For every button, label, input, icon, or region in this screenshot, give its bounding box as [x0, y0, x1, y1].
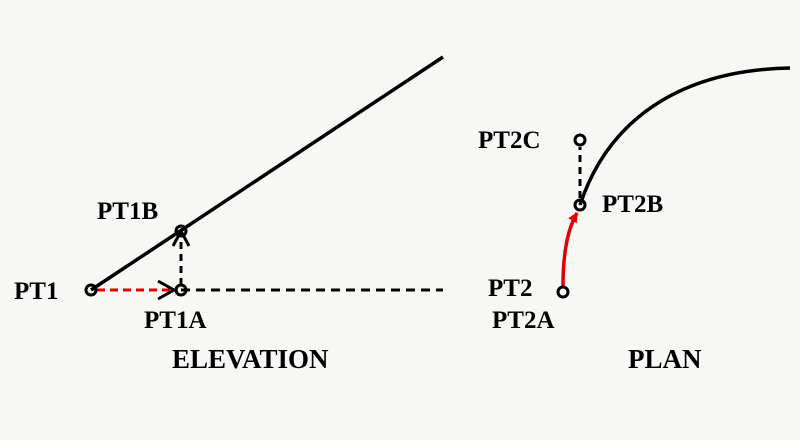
pt2b-label: PT2B — [602, 191, 663, 218]
pt2-to-pt2b-red-arrow — [561, 212, 579, 287]
pt2-label: PT2 — [488, 275, 532, 302]
plan-title: PLAN — [628, 344, 702, 374]
elevation-view: PT1 PT1A PT1B ELEVATION — [14, 55, 444, 374]
plan-view: PT2C PT2B PT2 PT2A PLAN — [478, 66, 791, 374]
pt1-label: PT1 — [14, 278, 58, 305]
pt2-marker — [556, 285, 570, 299]
pt2a-label: PT2A — [492, 307, 555, 334]
pt2c-marker — [573, 133, 587, 147]
pt1a-marker — [174, 283, 188, 297]
elevation-slope-line — [90, 55, 444, 292]
pt2c-label: PT2C — [478, 127, 541, 154]
pt2b-marker — [573, 198, 587, 212]
pt1a-label: PT1A — [144, 307, 207, 334]
pt1b-chevron-arrowhead — [171, 227, 191, 247]
pt1b-marker — [174, 224, 188, 238]
pt1b-label: PT1B — [97, 198, 158, 225]
pt1a-chevron-arrowhead — [157, 279, 178, 301]
elevation-title: ELEVATION — [172, 344, 329, 374]
plan-curve-line — [578, 66, 791, 206]
pt1-marker — [84, 283, 98, 297]
